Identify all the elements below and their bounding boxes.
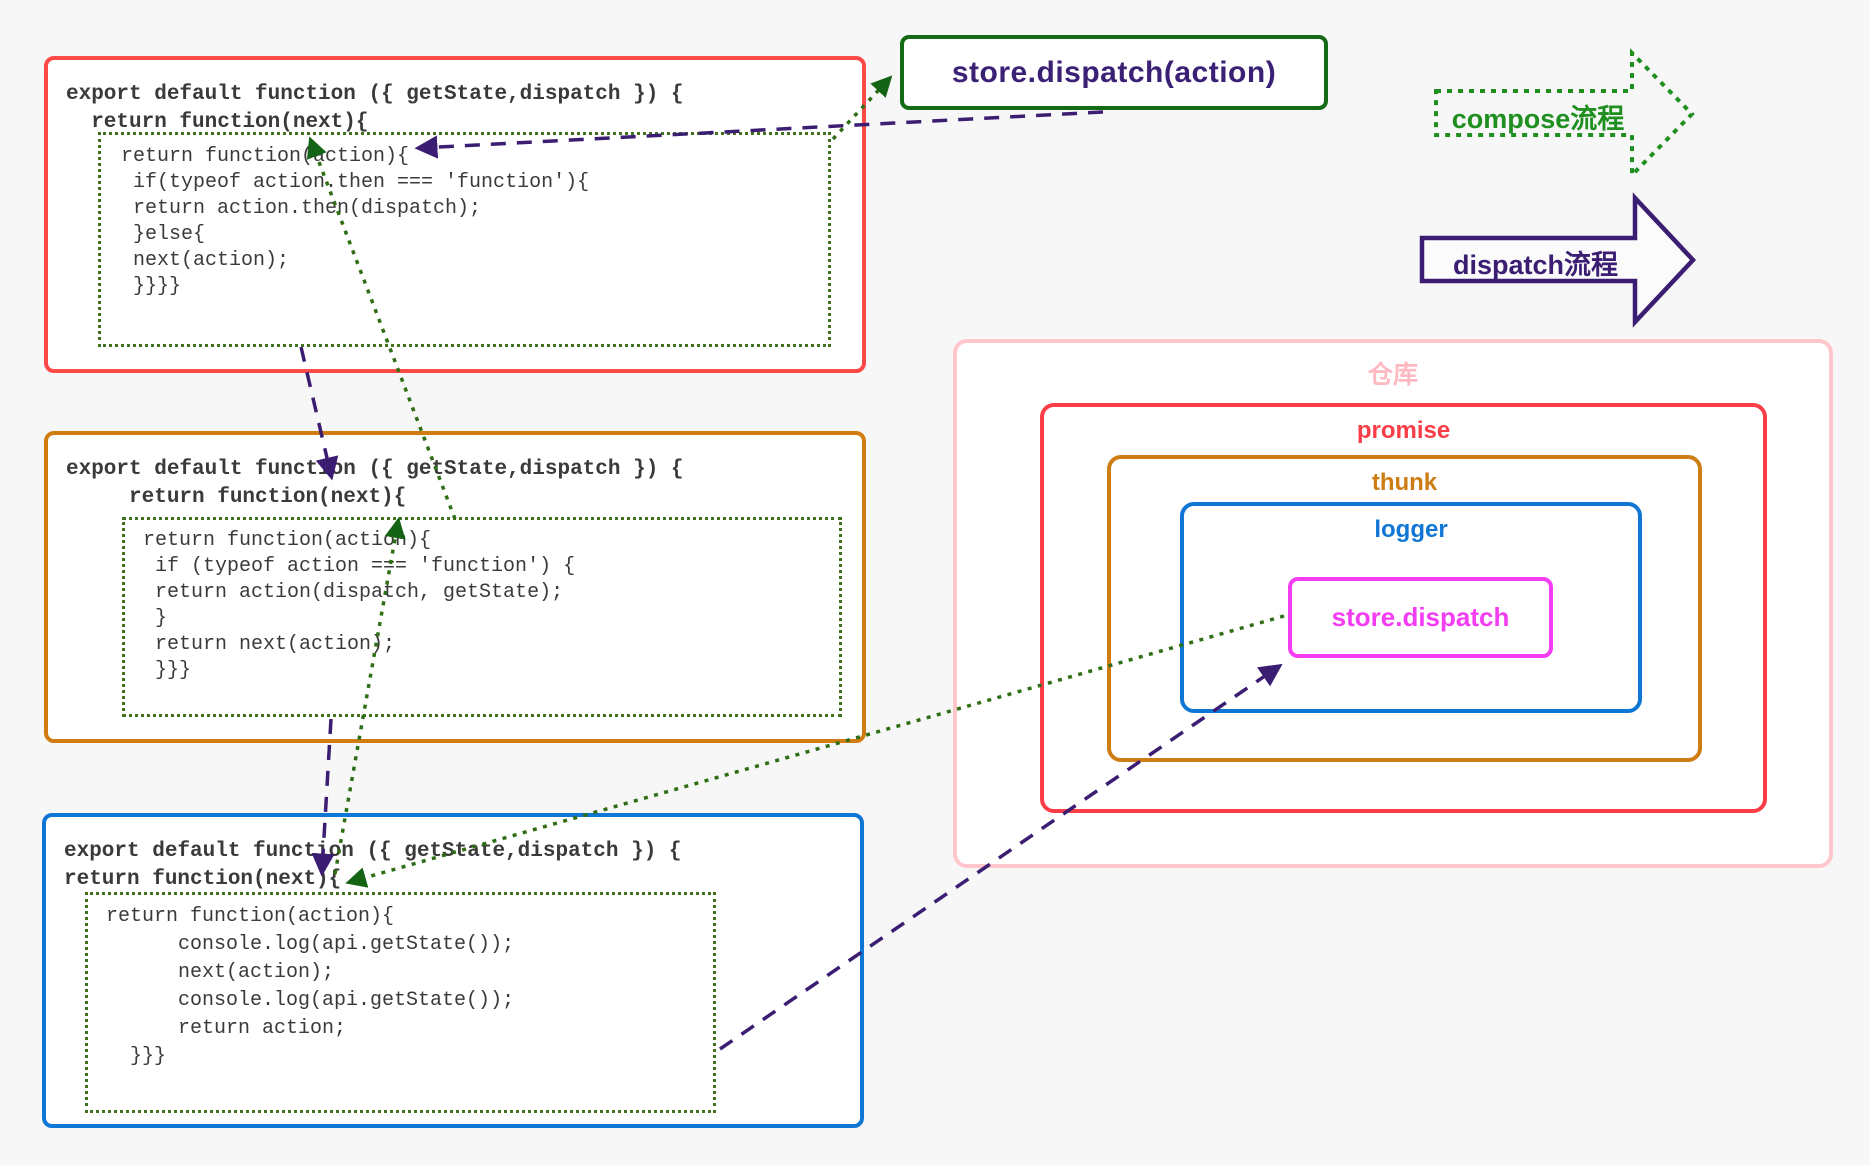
code-line: console.log(api.getState()); bbox=[106, 933, 515, 956]
thunk-middleware-box: export default function ({ getState,disp… bbox=[44, 431, 866, 743]
logger-middleware-box: export default function ({ getState,disp… bbox=[42, 813, 864, 1128]
code-line: return next(action); bbox=[143, 633, 396, 656]
code-line: return function(next){ bbox=[64, 868, 342, 891]
code-line: }}}} bbox=[121, 275, 182, 298]
code-line: next(action); bbox=[121, 249, 290, 272]
store-dispatch-action-box: store.dispatch(action) bbox=[900, 35, 1328, 110]
code-line: }}} bbox=[106, 1045, 167, 1068]
code-line: return function(action){ bbox=[106, 905, 395, 928]
promise-middleware-box: export default function ({ getState,disp… bbox=[44, 56, 866, 373]
code-line: return function(next){ bbox=[66, 111, 369, 134]
promise-inner-dotted-box: return function(action){ if(typeof actio… bbox=[98, 132, 831, 347]
logger-label: logger bbox=[1374, 516, 1448, 543]
code-line: return function(action){ bbox=[121, 145, 410, 168]
code-line: export default function ({ getState,disp… bbox=[64, 840, 682, 863]
logger-inner-dotted-box: return function(action){ console.log(api… bbox=[85, 892, 716, 1113]
code-line: return action(dispatch, getState); bbox=[143, 581, 564, 604]
code-line: return function(next){ bbox=[66, 486, 407, 509]
dispatch-flow-legend-label: dispatch流程 bbox=[1452, 250, 1619, 280]
store-dispatch-core-box: store.dispatch bbox=[1288, 577, 1553, 658]
code-line: if (typeof action === 'function') { bbox=[143, 555, 576, 578]
code-line: export default function ({ getState,disp… bbox=[66, 83, 684, 106]
warehouse-label: 仓库 bbox=[1367, 361, 1418, 389]
thunk-inner-dotted-box: return function(action){ if (typeof acti… bbox=[122, 517, 842, 717]
code-line: export default function ({ getState,disp… bbox=[66, 458, 684, 481]
promise-label: promise bbox=[1356, 417, 1451, 444]
code-line: return action; bbox=[106, 1017, 347, 1040]
code-line: }}} bbox=[143, 659, 192, 682]
store-dispatch-core-label: store.dispatch bbox=[1331, 602, 1510, 632]
code-line: return action.then(dispatch); bbox=[121, 197, 482, 220]
code-line: return function(action){ bbox=[143, 529, 432, 552]
compose-flow-legend-label: compose流程 bbox=[1451, 104, 1625, 134]
thunk-label: thunk bbox=[1371, 469, 1438, 496]
code-line: } bbox=[143, 607, 168, 630]
store-dispatch-action-label: store.dispatch(action) bbox=[951, 55, 1277, 89]
code-line: console.log(api.getState()); bbox=[106, 989, 515, 1012]
code-line: }else{ bbox=[121, 223, 206, 246]
code-line: next(action); bbox=[106, 961, 335, 984]
code-line: if(typeof action.then === 'function'){ bbox=[121, 171, 590, 194]
